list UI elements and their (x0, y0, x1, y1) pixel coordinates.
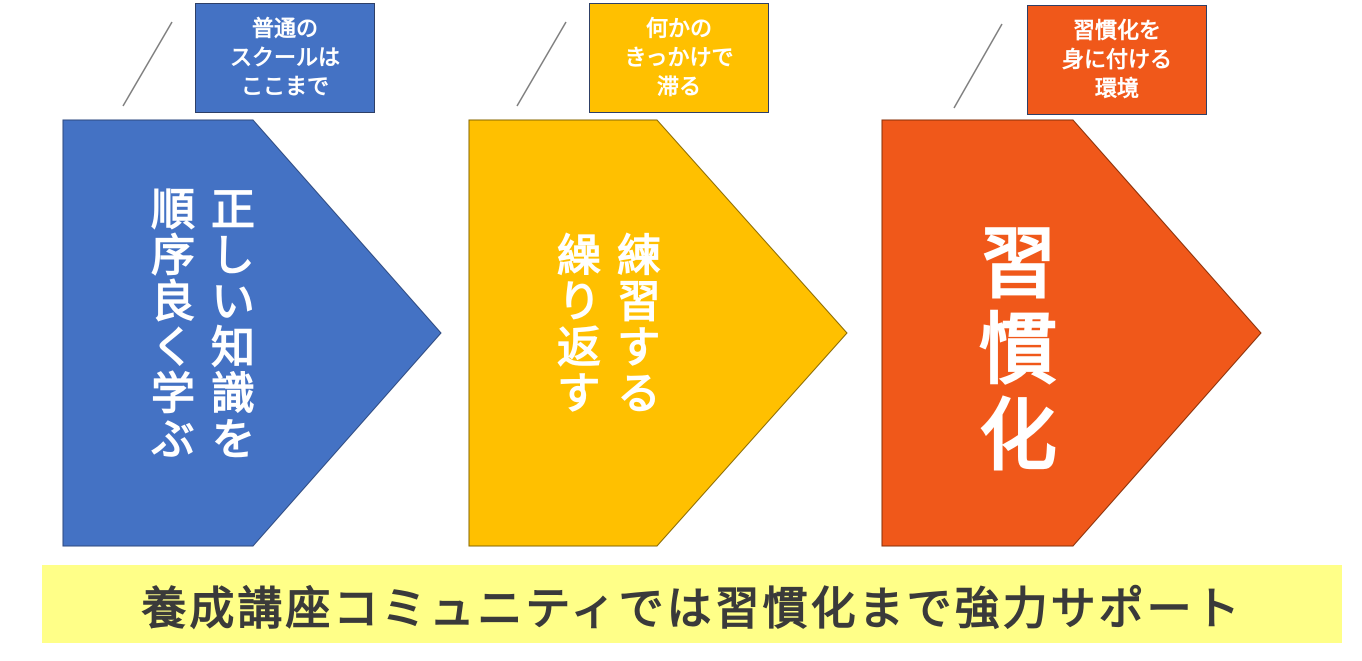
step-label-2: 練習する 繰り返す (549, 232, 660, 416)
callout-text-3: 習慣化を 身に付ける 環境 (1061, 18, 1172, 102)
callout-text-2: 何かの きっかけで 滞る (624, 16, 734, 100)
callout-leader-line-1 (122, 21, 173, 107)
chevron-step-1 (62, 119, 442, 547)
step-label-1: 正しい知識を 順序良く学ぶ (143, 186, 254, 462)
chevron-step-3 (881, 119, 1262, 547)
callout-leader-line-2 (516, 21, 567, 107)
callout-text-1: 普通の スクールは ここまで (229, 16, 340, 100)
step-label-3: 習慣化 (966, 222, 1056, 480)
callout-box-2: 何かの きっかけで 滞る (589, 3, 769, 113)
callout-box-3: 習慣化を 身に付ける 環境 (1027, 5, 1207, 115)
callout-box-1: 普通の スクールは ここまで (195, 3, 375, 113)
chevron-step-2 (468, 119, 848, 547)
banner-text: 養成講座コミュニティでは習慣化まで強力サポート (141, 581, 1243, 635)
callout-leader-line-3 (953, 23, 1003, 109)
summary-banner: 養成講座コミュニティでは習慣化まで強力サポート (42, 565, 1342, 643)
